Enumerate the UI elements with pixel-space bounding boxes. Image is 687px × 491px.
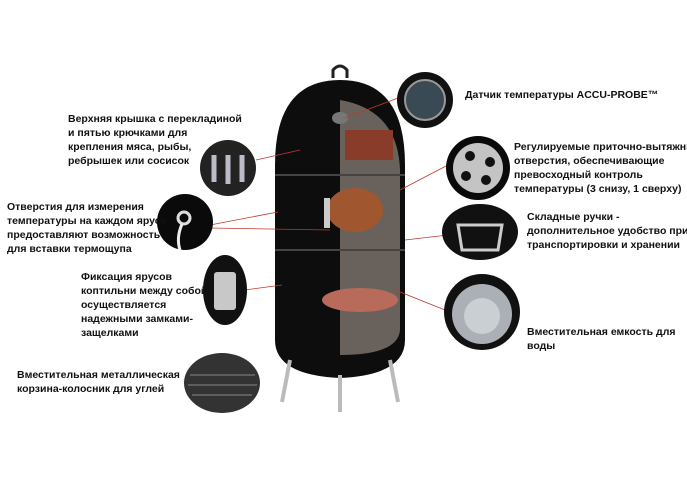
label-line: отверстия, обеспечивающие bbox=[514, 155, 665, 167]
label-probe-holes: Отверстия для измерения температуры на ка… bbox=[7, 200, 166, 256]
label-line: для вставки термощупа bbox=[7, 243, 132, 255]
leader-lines bbox=[209, 97, 449, 311]
label-line: температуры на каждом ярусе bbox=[7, 215, 167, 227]
label-line: Вместительная емкость для bbox=[527, 326, 676, 338]
label-line: надежными замками- bbox=[81, 313, 193, 325]
label-line: транспортировки и хранении bbox=[527, 239, 681, 251]
label-line: корзина-колосник для углей bbox=[17, 383, 165, 395]
label-latches: Фиксация ярусов коптильни между собой осущ… bbox=[81, 270, 207, 340]
label-line: Вместительная металлическая bbox=[17, 369, 180, 381]
label-line: крепления мяса, рыбы, bbox=[68, 141, 192, 153]
label-line: Датчик температуры ACCU-PROBE™ bbox=[465, 89, 659, 101]
probe-hole-inset bbox=[157, 194, 213, 250]
label-line: и пятью крючками для bbox=[68, 127, 188, 139]
label-line: осуществляется bbox=[81, 299, 167, 311]
label-line: превосходный контроль bbox=[514, 169, 643, 181]
label-line: Фиксация ярусов bbox=[81, 271, 172, 283]
detail-insets bbox=[157, 72, 520, 413]
label-vents: Регулируемые приточно-вытяжные отверстия,… bbox=[514, 140, 687, 196]
label-line: Складные ручки - bbox=[527, 211, 620, 223]
label-handles: Складные ручки - дополнительное удобство … bbox=[527, 210, 687, 252]
label-thermometer: Датчик температуры ACCU-PROBE™ bbox=[465, 88, 658, 102]
label-line: ребрышек или сосисок bbox=[68, 155, 190, 167]
label-line: Верхняя крышка с перекладиной bbox=[68, 113, 242, 125]
label-water-pan: Вместительная емкость для воды bbox=[527, 325, 676, 353]
label-line: дополнительное удобство при bbox=[527, 225, 687, 237]
smoker-body bbox=[275, 64, 405, 412]
label-line: температуры (3 снизу, 1 сверху) bbox=[514, 183, 682, 195]
label-line: защелками bbox=[81, 327, 139, 339]
label-line: воды bbox=[527, 340, 556, 352]
label-basket: Вместительная металлическая корзина-колос… bbox=[17, 368, 180, 396]
label-line: коптильни между собой bbox=[81, 285, 208, 297]
basket-inset bbox=[184, 353, 260, 413]
label-lid: Верхняя крышка с перекладиной и пятью крю… bbox=[68, 112, 242, 168]
label-line: Отверстия для измерения bbox=[7, 201, 144, 213]
handle-inset bbox=[442, 204, 518, 260]
label-line: Регулируемые приточно-вытяжные bbox=[514, 141, 687, 153]
label-line: предоставляют возможность bbox=[7, 229, 161, 241]
